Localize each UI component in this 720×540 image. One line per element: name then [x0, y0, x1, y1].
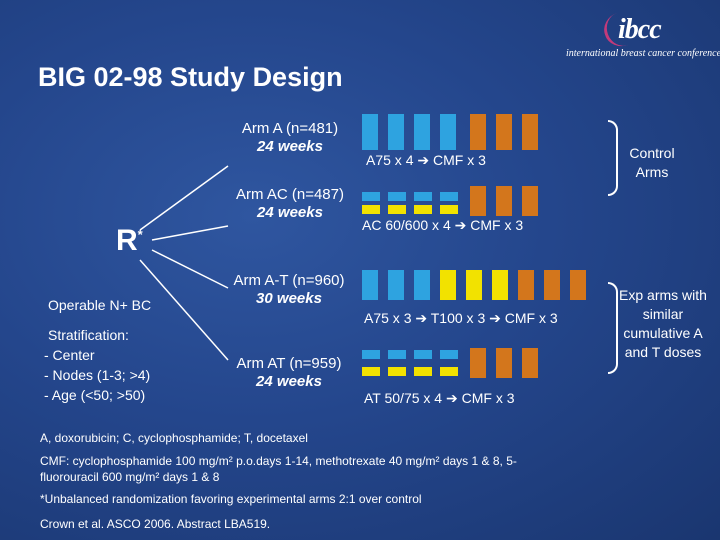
docetaxel-cycle [440, 367, 458, 376]
arm-a-duration: 24 weeks [257, 138, 323, 155]
doxorubicin-cycle [362, 192, 380, 201]
anthracycline-cycle [388, 114, 404, 150]
arm-ac-name: Arm AC (n=487) [236, 186, 344, 203]
cmf-cycle [496, 114, 512, 150]
arrow-right-icon: ➔ [415, 310, 428, 326]
doxorubicin-cycle [440, 350, 458, 359]
arm-ac-regimen: AC 60/600 x 4 ➔ CMF x 3 [362, 217, 523, 234]
randomization-marker: R* [116, 224, 143, 258]
doxorubicin-cycle [414, 192, 432, 201]
doxorubicin-cycle [388, 270, 404, 300]
cmf-cycle [470, 348, 486, 378]
arrow-right-icon: ➔ [417, 152, 430, 168]
line-to-arm-ac [151, 225, 229, 241]
cmf-cycle [518, 270, 534, 300]
randomization-footnote: *Unbalanced randomization favoring exper… [40, 492, 422, 506]
arm-at-label: Arm AT (n=959) 24 weeks [222, 355, 356, 391]
cmf-cycle [496, 186, 512, 216]
arm-at-seq-regimen: A75 x 3 ➔ T100 x 3 ➔ CMF x 3 [364, 310, 558, 327]
cmf-cycle [496, 348, 512, 378]
anthracycline-cycle [414, 114, 430, 150]
arm-ac-duration: 24 weeks [257, 204, 323, 221]
doxorubicin-cycle [440, 192, 458, 201]
cmf-footnote-line1: CMF: cyclophosphamide 100 mg/m² p.o.days… [40, 454, 517, 468]
cyclophosphamide-cycle [388, 205, 406, 214]
regimen-part: CMF x 3 [461, 390, 515, 406]
randomization-letter: R [116, 224, 138, 257]
exp-arms-label: Exp arms with similar cumulative A and T… [619, 287, 707, 360]
doxorubicin-cycle [362, 350, 380, 359]
doxorubicin-cycle [414, 350, 432, 359]
logo-tagline: international breast cancer conference [566, 48, 720, 59]
cyclophosphamide-cycle [440, 205, 458, 214]
doxorubicin-cycle [414, 270, 430, 300]
doxorubicin-cycle [362, 270, 378, 300]
doxorubicin-cycle [388, 350, 406, 359]
cyclophosphamide-cycle [414, 205, 432, 214]
regimen-part: CMF x 3 [433, 152, 486, 168]
population-label: Operable N+ BC [48, 297, 152, 313]
docetaxel-cycle [492, 270, 508, 300]
regimen-part: A75 x 4 [366, 152, 414, 168]
docetaxel-cycle [388, 367, 406, 376]
regimen-part: CMF x 3 [504, 310, 558, 326]
randomization-asterisk: * [137, 227, 143, 242]
regimen-part: T100 x 3 [430, 310, 486, 326]
docetaxel-cycle [362, 367, 380, 376]
anthracycline-cycle [362, 114, 378, 150]
line-to-arm-a [139, 165, 229, 231]
slide-title: BIG 02-98 Study Design [38, 62, 343, 92]
arm-at-regimen: AT 50/75 x 4 ➔ CMF x 3 [364, 390, 515, 407]
cmf-cycle [522, 348, 538, 378]
logo-wordmark: ibcc [618, 14, 662, 45]
cmf-cycle [570, 270, 586, 300]
docetaxel-cycle [440, 270, 456, 300]
stratification-item: - Center [44, 347, 95, 363]
cmf-cycle [522, 114, 538, 150]
docetaxel-cycle [466, 270, 482, 300]
arrow-right-icon: ➔ [445, 390, 458, 406]
cyclophosphamide-cycle [362, 205, 380, 214]
line-to-arm-at [139, 259, 229, 361]
regimen-part: AT 50/75 x 4 [364, 390, 443, 406]
doxorubicin-cycle [388, 192, 406, 201]
arm-at-name: Arm AT (n=959) [236, 355, 342, 372]
cmf-cycle [470, 114, 486, 150]
arm-at-duration: 24 weeks [256, 373, 322, 390]
cmf-footnote-line2: fluorouracil 600 mg/m² days 1 & 8 [40, 470, 220, 484]
arm-at-seq-duration: 30 weeks [256, 290, 322, 307]
stratification-item: - Age (<50; >50) [44, 387, 146, 403]
arrow-right-icon: ➔ [489, 310, 501, 326]
arm-ac-label: Arm AC (n=487) 24 weeks [224, 186, 356, 222]
cmf-cycle [522, 186, 538, 216]
anthracycline-cycle [440, 114, 456, 150]
cmf-cycle [470, 186, 486, 216]
regimen-part: CMF x 3 [470, 217, 524, 233]
abbreviations-footnote: A, doxorubicin; C, cyclophosphamide; T, … [40, 431, 308, 445]
arm-a-regimen: A75 x 4 ➔ CMF x 3 [366, 152, 486, 169]
control-arms-label: Control Arms [629, 145, 675, 180]
arrow-right-icon: ➔ [454, 217, 467, 233]
regimen-part: AC 60/600 x 4 [362, 217, 451, 233]
arm-at-seq-name: Arm A-T (n=960) [233, 272, 345, 289]
line-to-arm-at-seq [151, 249, 229, 289]
stratification-item: - Nodes (1-3; >4) [44, 367, 151, 383]
stratification-title: Stratification: [48, 327, 129, 343]
citation: Crown et al. ASCO 2006. Abstract LBA519. [40, 517, 271, 531]
cmf-cycle [544, 270, 560, 300]
arm-at-seq-label: Arm A-T (n=960) 30 weeks [222, 272, 356, 308]
arm-a-label: Arm A (n=481) 24 weeks [228, 120, 352, 156]
docetaxel-cycle [414, 367, 432, 376]
regimen-part: A75 x 3 [364, 310, 412, 326]
control-arms-bracket [608, 120, 618, 196]
arm-a-name: Arm A (n=481) [241, 120, 339, 137]
